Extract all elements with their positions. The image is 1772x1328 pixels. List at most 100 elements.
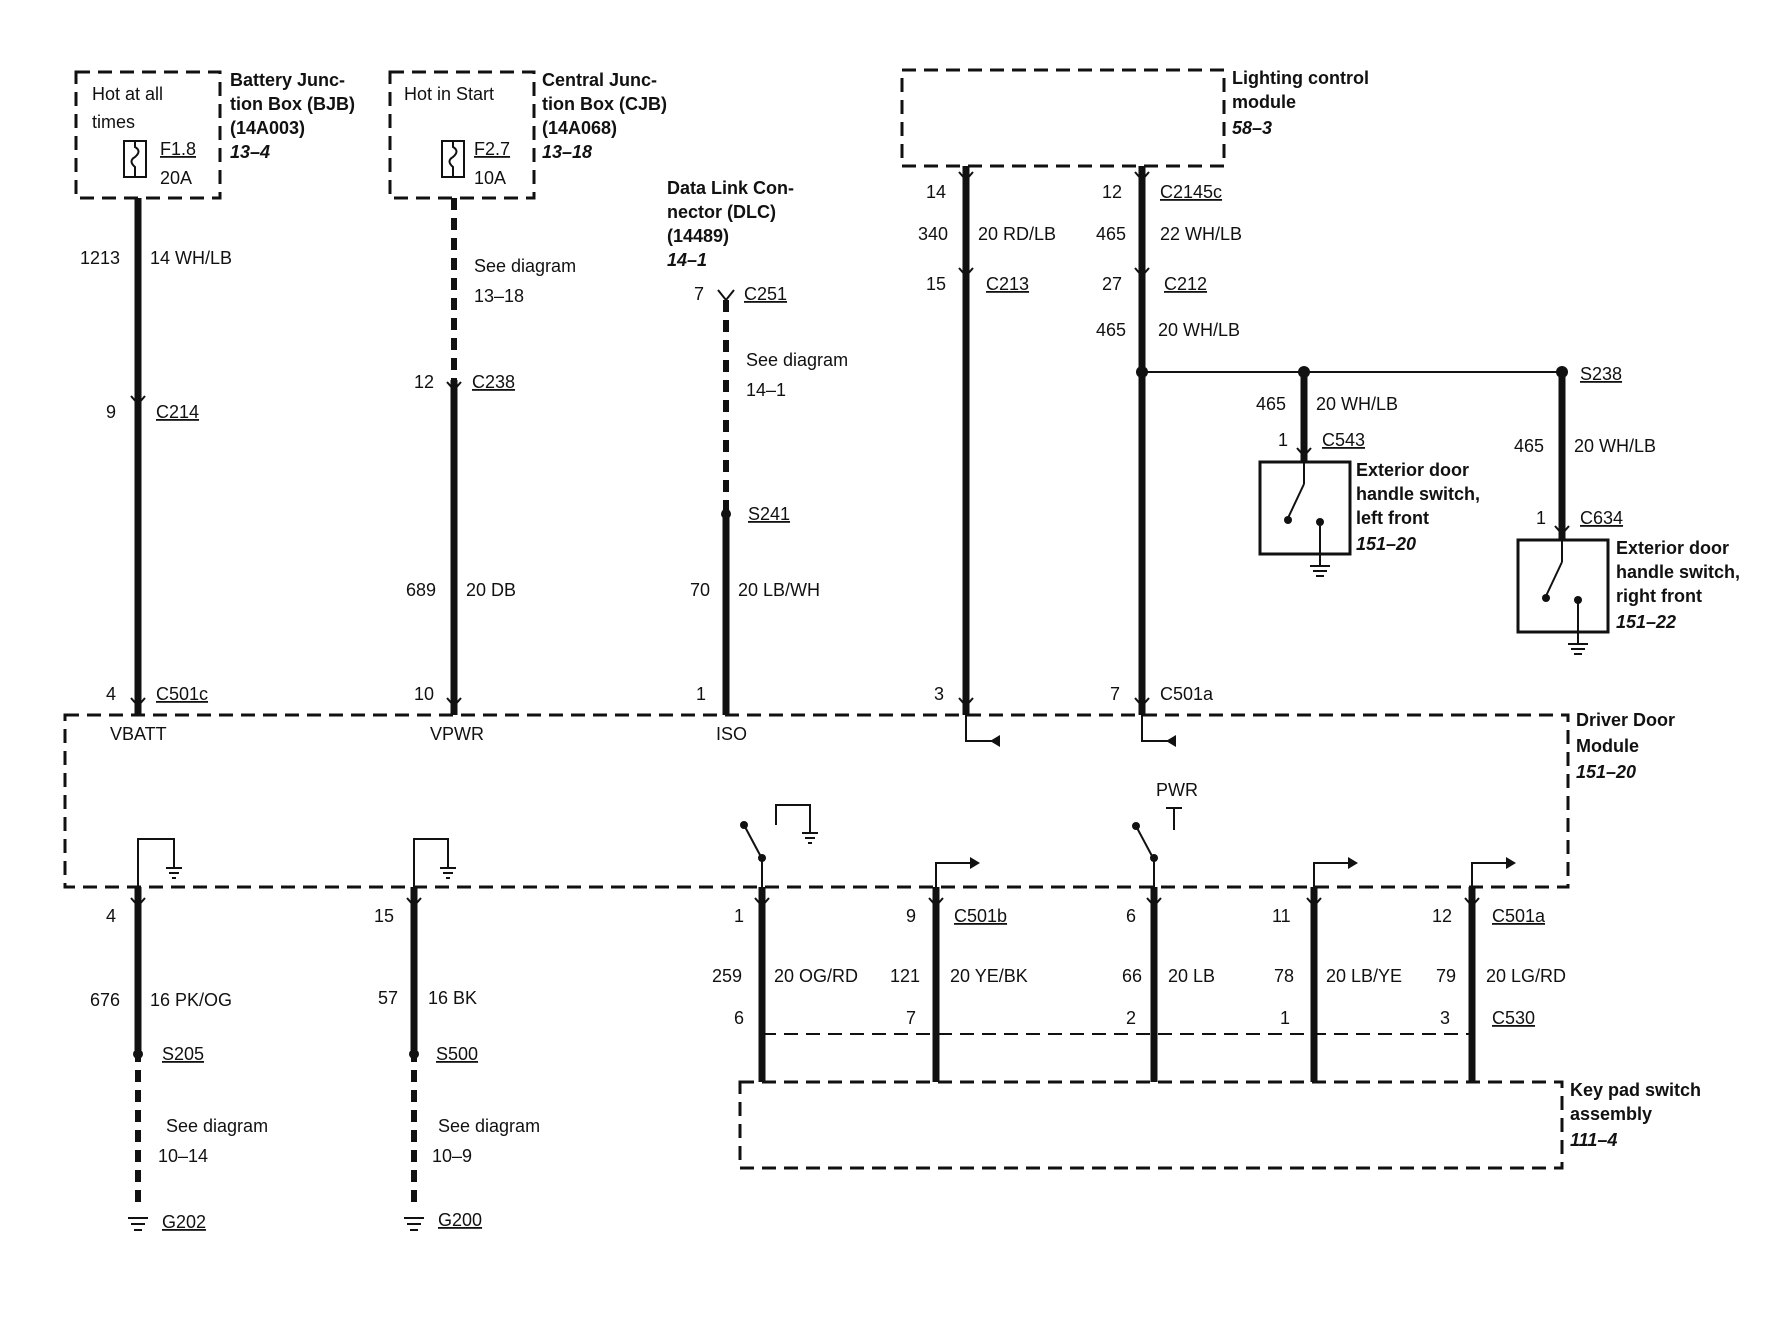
ddm-box <box>63 713 1570 889</box>
connector-c501c: C501c <box>156 684 208 704</box>
circuit-57: 57 <box>378 988 398 1008</box>
pin-7-dlc: 7 <box>694 284 704 304</box>
pin-14: 14 <box>926 182 946 202</box>
pin-27: 27 <box>1102 274 1122 294</box>
wire-465-c-color: 20 WH/LB <box>1316 394 1398 414</box>
ddm-output-arrow-icon <box>1471 862 1506 887</box>
connector-c501b: C501b <box>954 906 1007 926</box>
splice-s241: S241 <box>748 504 790 524</box>
connector-c214: C214 <box>156 402 199 422</box>
connector-c543-icon <box>1296 447 1312 458</box>
arrow-head-icon <box>990 735 1000 747</box>
pin-1-c530: 1 <box>1280 1008 1290 1028</box>
switch-icon <box>1284 462 1324 554</box>
circuit-689: 689 <box>406 580 436 600</box>
pin-6-c501b: 6 <box>1126 906 1136 926</box>
connector-c543: C543 <box>1322 430 1365 450</box>
dlc-name-3: (14489) <box>667 226 729 246</box>
bjb-fuse: F1.8 <box>160 139 196 159</box>
see-diagram-1318-line1: See diagram <box>474 256 576 276</box>
pin-7-c530: 7 <box>906 1008 916 1028</box>
splice-s238: S238 <box>1580 364 1622 384</box>
lf-switch-name-1: Exterior door <box>1356 460 1469 480</box>
connector-c501a-bottom: C501a <box>1492 906 1546 926</box>
rf-switch-name-1: Exterior door <box>1616 538 1729 558</box>
lcm-ref: 58–3 <box>1232 118 1272 138</box>
splice-s500-icon <box>409 1049 419 1059</box>
lcm-name-2: module <box>1232 92 1296 112</box>
rf-switch-name-3: right front <box>1616 586 1702 606</box>
circuit-66: 66 <box>1122 966 1142 986</box>
circuit-465-c: 465 <box>1256 394 1286 414</box>
keypad-name-2: assembly <box>1570 1104 1652 1124</box>
connector-c213-icon <box>958 267 974 278</box>
cjb-name-1: Central Junc- <box>542 70 657 90</box>
connector-c251-icon <box>717 289 735 302</box>
pin-1-keypad: 1 <box>734 906 744 926</box>
pin-3-c530: 3 <box>1440 1008 1450 1028</box>
wire-676-color: 16 PK/OG <box>150 990 232 1010</box>
lcm-box <box>900 68 1226 168</box>
wire-66-color: 20 LB <box>1168 966 1215 986</box>
splice-s205-icon <box>133 1049 143 1059</box>
wire-121-color: 20 YE/BK <box>950 966 1028 986</box>
pin-2-c530: 2 <box>1126 1008 1136 1028</box>
connector-c212: C212 <box>1164 274 1207 294</box>
connector-c501a-465-icon <box>1134 697 1150 708</box>
wire-465-d-color: 20 WH/LB <box>1574 436 1656 456</box>
lf-switch-ref: 151–20 <box>1356 534 1416 554</box>
ddm-output-arrow-icon <box>1141 715 1176 742</box>
arrow-head-icon <box>1166 735 1176 747</box>
ddm-ref: 151–20 <box>1576 762 1636 782</box>
pin-12: 12 <box>414 372 434 392</box>
connector-ddm-4-icon <box>130 897 146 908</box>
ddm-name-1: Driver Door <box>1576 710 1675 730</box>
arrow-head-icon <box>1506 857 1516 869</box>
dlc-ref: 14–1 <box>667 250 707 270</box>
cjb-name-3: (14A068) <box>542 118 617 138</box>
arrow-head-icon <box>970 857 980 869</box>
connector-c501b-121-icon <box>928 897 944 908</box>
circuit-121: 121 <box>890 966 920 986</box>
wire-259-color: 20 OG/RD <box>774 966 858 986</box>
rf-switch-name-2: handle switch, <box>1616 562 1740 582</box>
connector-c212-icon <box>1134 267 1150 278</box>
splice-s241-icon <box>721 509 731 519</box>
wire-1213-color: 14 WH/LB <box>150 248 232 268</box>
wire-57-color: 16 BK <box>428 988 477 1008</box>
connector-c501c-icon <box>130 697 146 708</box>
connector-c2145c: C2145c <box>1160 182 1222 202</box>
connector-c251: C251 <box>744 284 787 304</box>
bjb-amp: 20A <box>160 168 192 188</box>
cjb-ref: 13–18 <box>542 142 592 162</box>
circuit-465-a: 465 <box>1096 224 1126 244</box>
keypad-ref: 111–4 <box>1570 1130 1617 1150</box>
rf-switch-ref: 151–22 <box>1616 612 1676 632</box>
lf-switch-name-3: left front <box>1356 508 1429 528</box>
pin-12-c2145c: 12 <box>1102 182 1122 202</box>
wire-79-color: 20 LG/RD <box>1486 966 1566 986</box>
internal-ground-icon <box>137 838 175 887</box>
connector-c530: C530 <box>1492 1008 1535 1028</box>
pin-15-c213: 15 <box>926 274 946 294</box>
circuit-465-d: 465 <box>1514 436 1544 456</box>
pin-1-c543: 1 <box>1278 430 1288 450</box>
connector-c2145c-465-icon <box>1134 171 1150 182</box>
circuit-78: 78 <box>1274 966 1294 986</box>
keypad-box <box>738 1080 1564 1170</box>
wire-465-b-color: 20 WH/LB <box>1158 320 1240 340</box>
ground-icon <box>1568 632 1588 655</box>
see-diagram-109-line2: 10–9 <box>432 1146 472 1166</box>
connector-c501a-340-icon <box>958 697 974 708</box>
ddm-vpwr: VPWR <box>430 724 484 744</box>
pin-4-bottom: 4 <box>106 906 116 926</box>
switch-icon <box>740 804 818 887</box>
connector-c238-icon <box>446 381 462 392</box>
see-diagram-1318-line2: 13–18 <box>474 286 524 306</box>
ddm-output-arrow-icon <box>965 715 1000 742</box>
switch-icon <box>1542 540 1582 632</box>
bjb-ref: 13–4 <box>230 142 270 162</box>
wire-70-color: 20 LB/WH <box>738 580 820 600</box>
cjb-box <box>388 70 536 200</box>
